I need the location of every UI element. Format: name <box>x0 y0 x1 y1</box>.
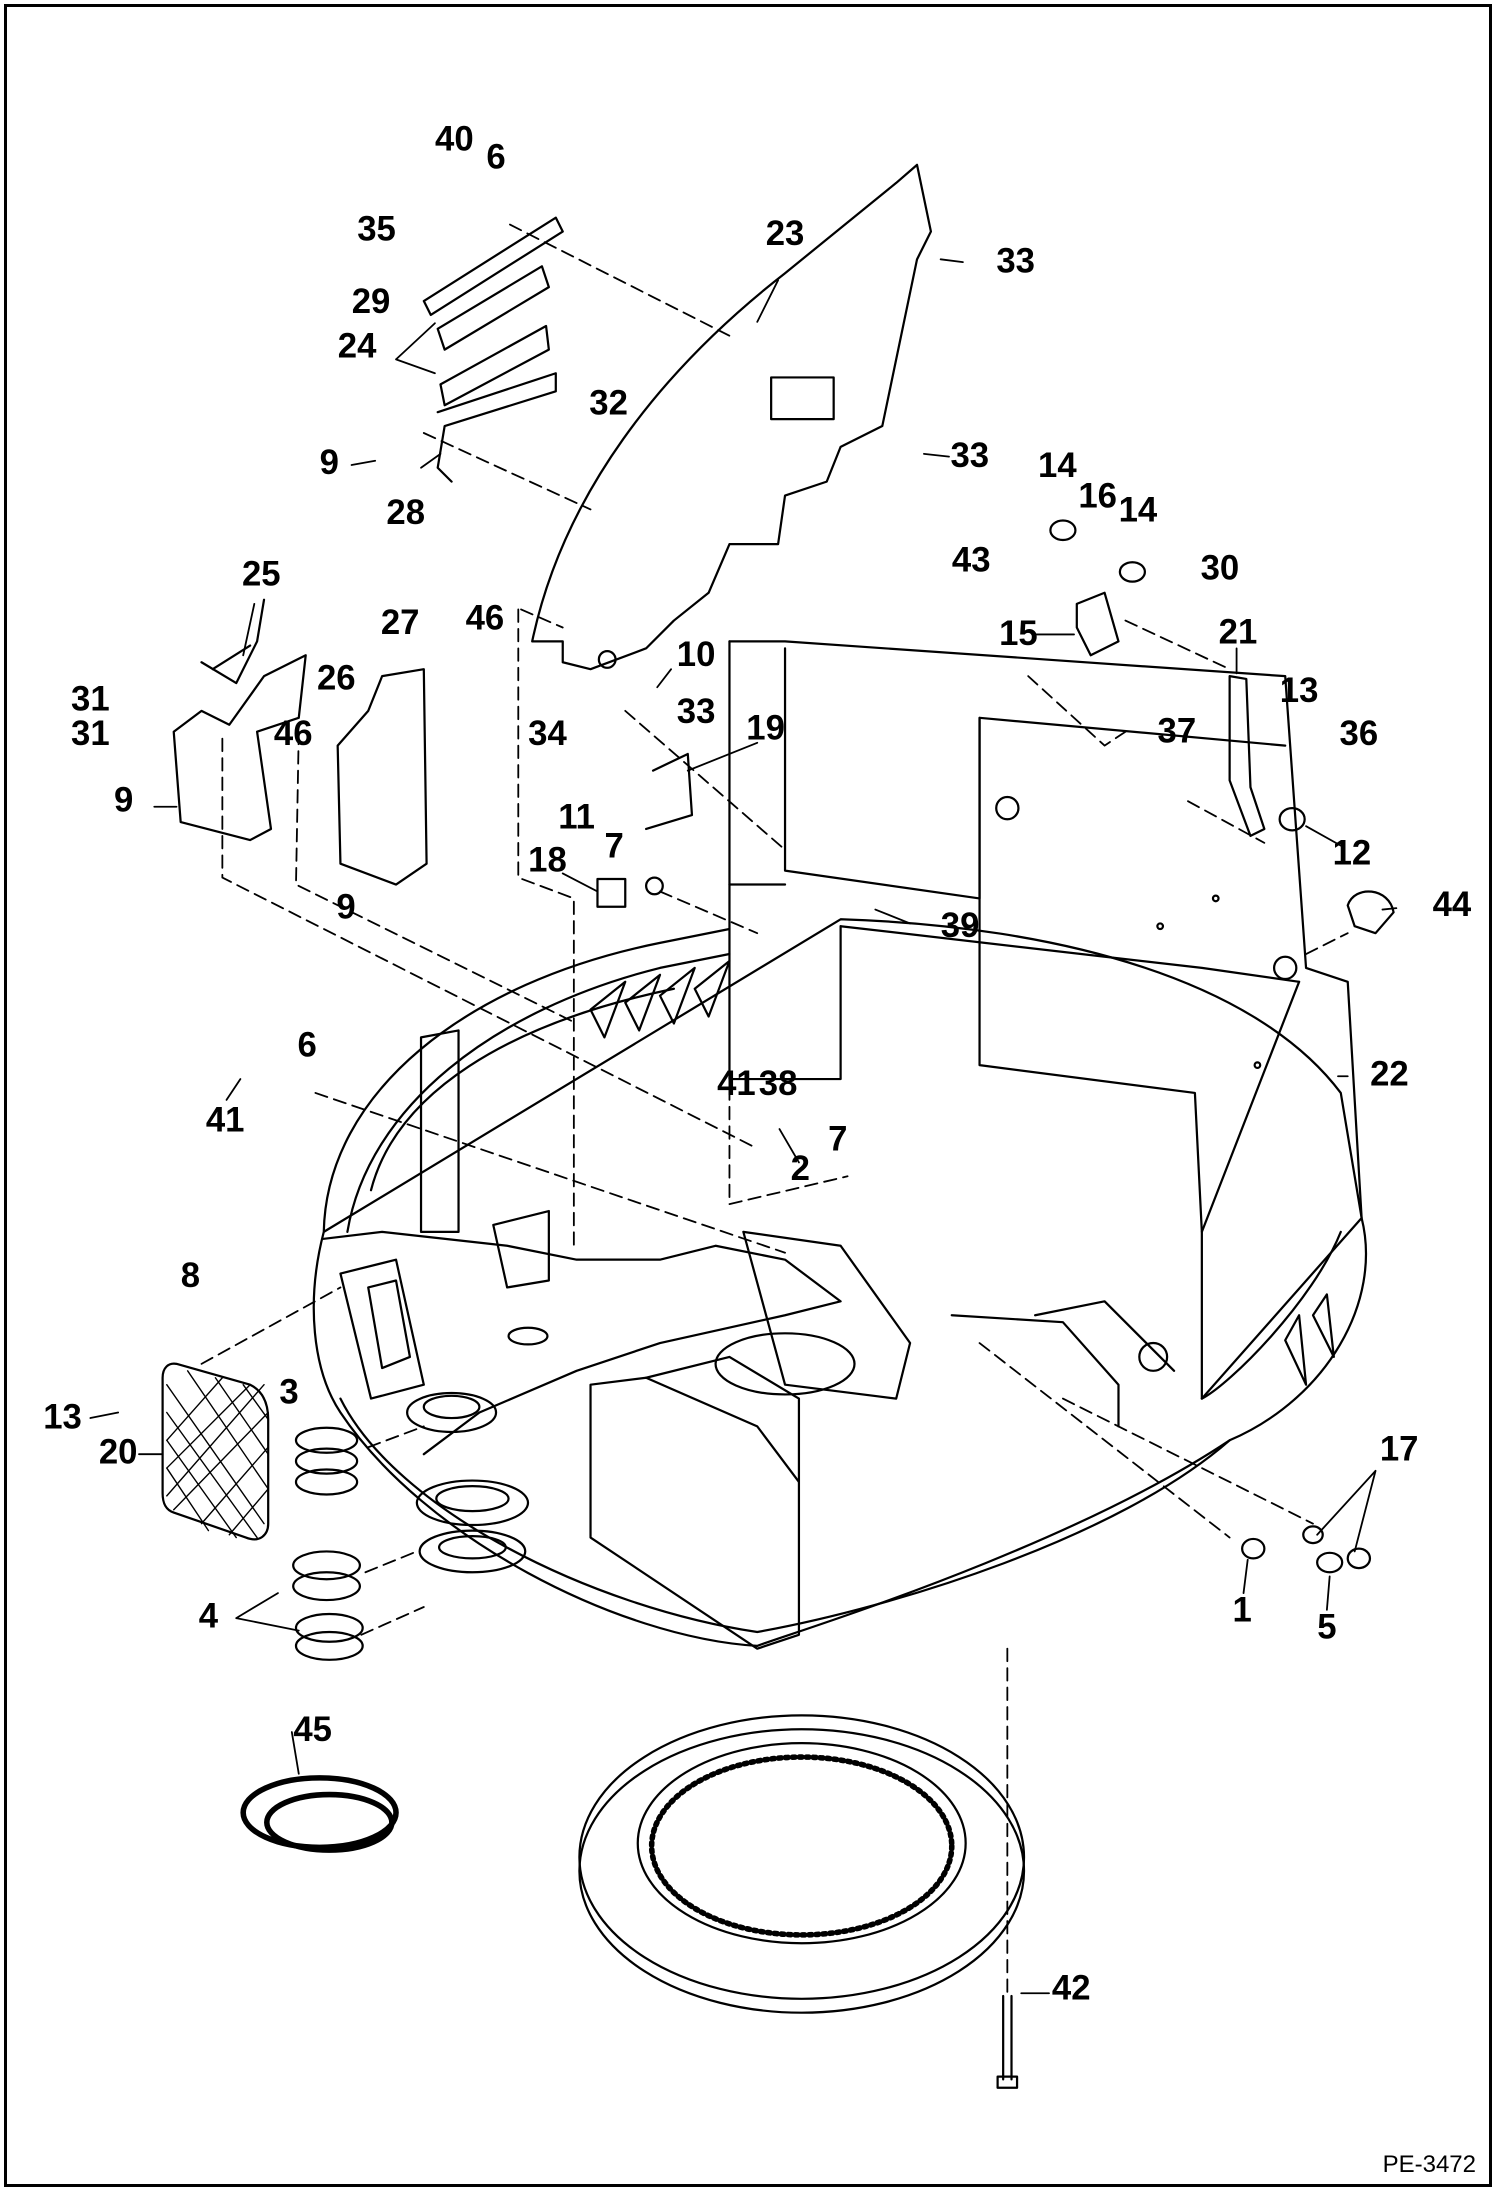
callout-25: 25 <box>242 555 281 593</box>
callout-31: 31 <box>71 715 110 753</box>
callout-7: 7 <box>828 1121 847 1159</box>
callout-33: 33 <box>677 693 716 731</box>
callout-1: 1 <box>1232 1592 1251 1630</box>
screen-panel <box>161 1362 270 1541</box>
callout-21: 21 <box>1219 614 1258 652</box>
callout-2: 2 <box>791 1150 810 1188</box>
callout-42: 42 <box>1052 1970 1091 2008</box>
callout-18: 18 <box>528 841 567 879</box>
callout-34: 34 <box>528 715 567 753</box>
bushings <box>1241 1525 1372 1574</box>
callout-35: 35 <box>357 211 396 249</box>
callout-40: 40 <box>435 120 474 158</box>
callout-9: 9 <box>336 889 355 927</box>
callout-33: 33 <box>951 437 990 475</box>
callout-45: 45 <box>293 1711 332 1749</box>
callout-37: 37 <box>1158 712 1197 750</box>
callout-12: 12 <box>1333 835 1372 873</box>
cable-clamp-assy <box>422 216 564 483</box>
callout-33: 33 <box>996 243 1035 281</box>
callout-9: 9 <box>320 444 339 482</box>
callout-46: 46 <box>466 600 505 638</box>
assembly-lines <box>200 223 1349 1997</box>
callout-24: 24 <box>338 327 377 365</box>
callout-20: 20 <box>99 1433 138 1471</box>
small-brackets <box>596 752 694 908</box>
callout-28: 28 <box>386 494 425 532</box>
left-cover-parts <box>172 598 428 886</box>
callout-19: 19 <box>746 709 785 747</box>
callout-14: 14 <box>1119 491 1158 529</box>
callout-41: 41 <box>206 1101 245 1139</box>
callout-6: 6 <box>297 1026 316 1064</box>
top-cover-panel <box>531 163 933 671</box>
callout-13: 13 <box>43 1399 82 1437</box>
callout-31: 31 <box>71 680 110 718</box>
callout-11: 11 <box>558 798 595 836</box>
callout-36: 36 <box>1340 715 1379 753</box>
callout-26: 26 <box>317 659 356 697</box>
drawing-reference-code: PE-3472 <box>1382 2151 1476 2178</box>
upper-frame-outline <box>312 640 1367 1650</box>
callout-23: 23 <box>766 215 805 253</box>
callout-22: 22 <box>1370 1055 1409 1093</box>
callout-7: 7 <box>604 828 623 866</box>
callout-4: 4 <box>199 1597 219 1635</box>
callout-5: 5 <box>1317 1608 1336 1646</box>
callout-15: 15 <box>999 615 1038 653</box>
callout-32: 32 <box>589 384 628 422</box>
callout-9: 9 <box>114 782 133 820</box>
callout-17: 17 <box>1380 1431 1419 1469</box>
callout-29: 29 <box>352 283 391 321</box>
callout-46: 46 <box>274 715 313 753</box>
callout-10: 10 <box>677 636 716 674</box>
callout-44: 44 <box>1433 886 1472 924</box>
callout-41: 41 <box>717 1065 756 1103</box>
leader-lines <box>89 258 1398 1995</box>
callout-27: 27 <box>381 604 420 642</box>
seals <box>240 1426 399 1853</box>
parts-diagram: 4063529249283223333325274631319264691033… <box>43 120 1472 2089</box>
right-small-parts <box>1049 519 1395 935</box>
callout-6: 6 <box>486 138 505 176</box>
callout-8: 8 <box>181 1257 200 1295</box>
callout-16: 16 <box>1078 477 1117 515</box>
slewing-ring <box>578 1714 1026 2014</box>
bolt-42 <box>996 1994 1019 2089</box>
callout-13: 13 <box>1280 672 1319 710</box>
callout-30: 30 <box>1201 550 1240 588</box>
callout-14: 14 <box>1038 447 1077 485</box>
callout-43: 43 <box>952 541 991 579</box>
callout-39: 39 <box>941 907 980 945</box>
callout-3: 3 <box>279 1374 298 1412</box>
callout-38: 38 <box>759 1065 798 1103</box>
